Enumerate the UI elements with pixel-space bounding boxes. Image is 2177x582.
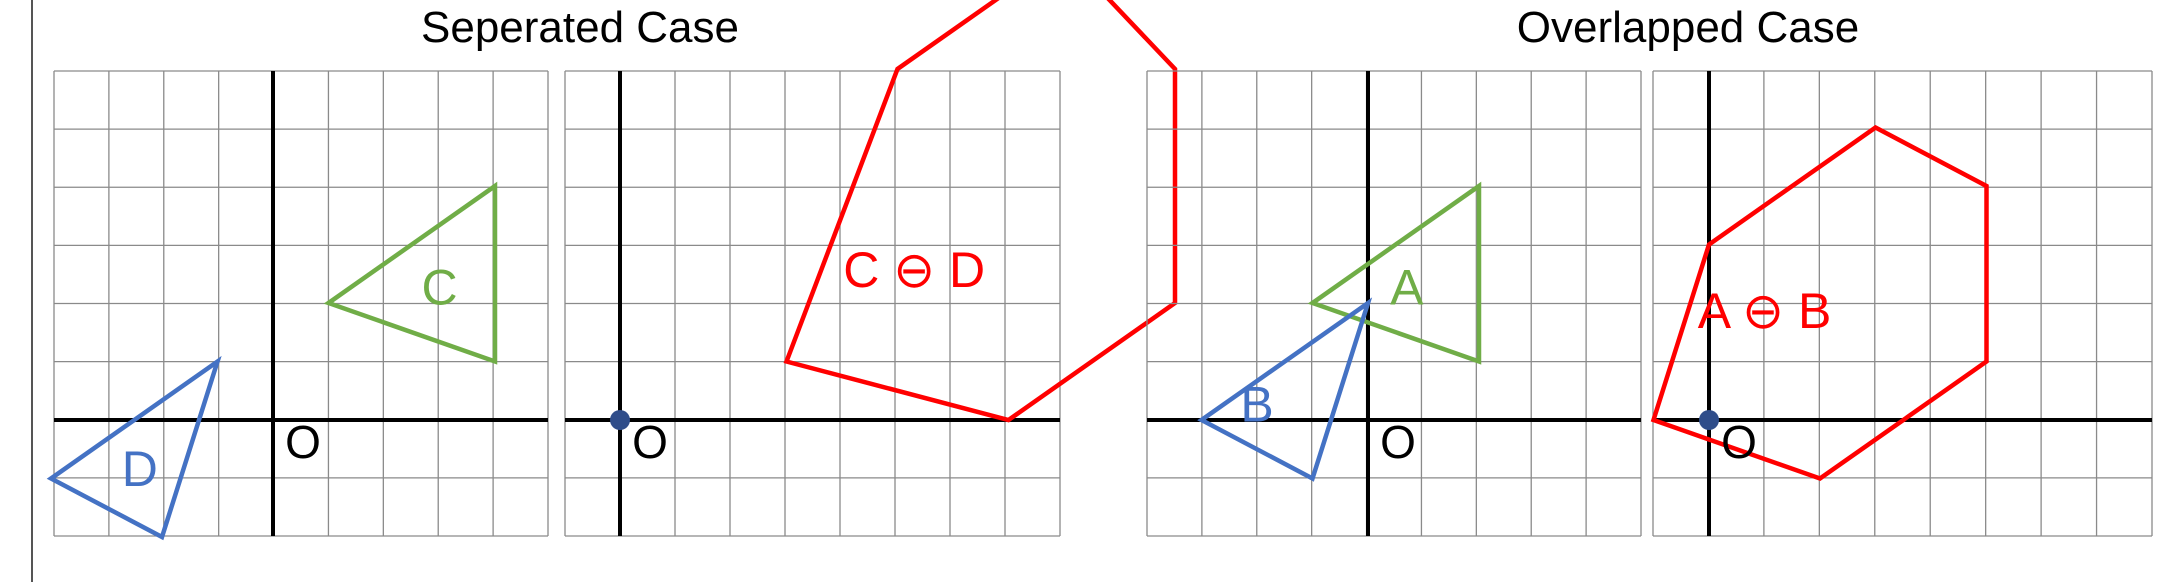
- shape-c: [323, 181, 498, 365]
- shape-label-c: C: [421, 260, 457, 316]
- shape-label-a: A: [1390, 260, 1424, 316]
- shape-a-minkowski-diff-b: [1650, 124, 1989, 482]
- shape-label-c-minkowski-diff-d: C ⊖ D: [843, 242, 985, 298]
- origin-label: O: [1721, 416, 1757, 468]
- grid-panel: A ⊖ B O: [1650, 70, 2153, 537]
- shape-label-b: B: [1240, 377, 1273, 433]
- grid-panel: A B O: [1146, 70, 1642, 537]
- section-title-separated: Seperated Case: [421, 3, 739, 52]
- left-border-line: [31, 0, 33, 582]
- shape-a: [1307, 181, 1482, 365]
- grid-panel: C ⊖ D O: [564, 0, 1178, 537]
- grid-panel: C D O: [46, 70, 549, 541]
- origin-label: O: [632, 416, 668, 468]
- shape-label-a-minkowski-diff-b: A ⊖ B: [1698, 283, 1832, 339]
- shape-b: [1197, 297, 1373, 482]
- shape-label-d: D: [122, 441, 158, 497]
- origin-dot: [610, 410, 630, 430]
- origin-label: O: [285, 416, 321, 468]
- origin-label: O: [1380, 416, 1416, 468]
- section-title-overlapped: Overlapped Case: [1517, 3, 1859, 52]
- origin-dot: [1699, 410, 1719, 430]
- shape-d: [46, 355, 222, 541]
- shape-c-minkowski-diff-d: [783, 0, 1178, 423]
